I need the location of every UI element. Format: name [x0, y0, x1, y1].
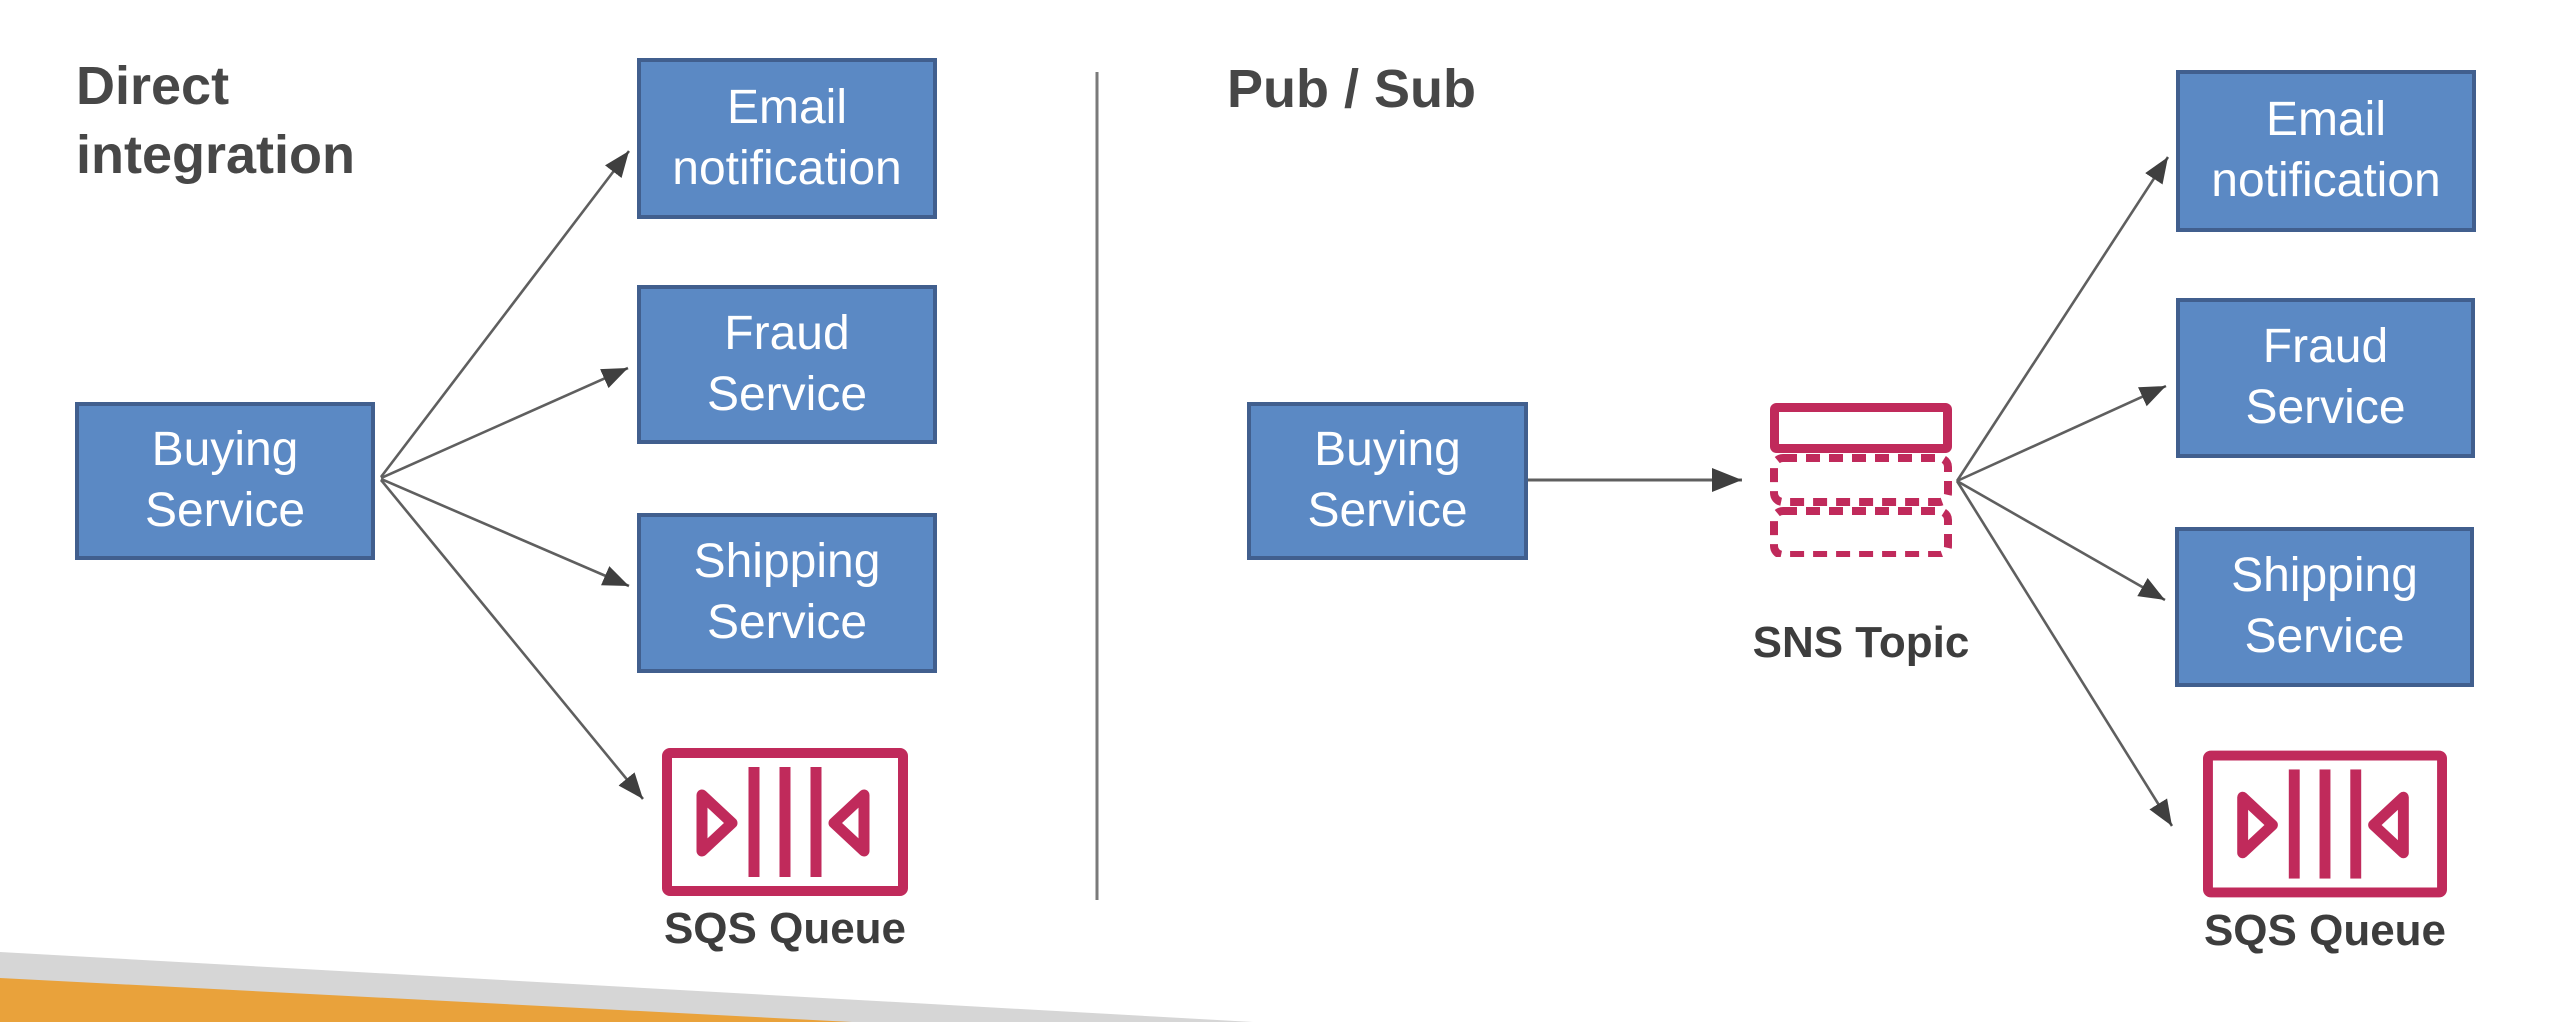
left-shipping-service-box: Shipping Service	[637, 513, 937, 673]
sqs-bar-3	[810, 767, 822, 877]
sqs-bar-2	[779, 767, 791, 877]
right-shipping-line-2: Service	[2244, 610, 2405, 663]
right-sqs-queue-label: SQS Queue	[2203, 906, 2447, 955]
sqs-bar-3	[2350, 769, 2362, 879]
right-fraud-service-box: Fraud Service	[2176, 298, 2475, 458]
left-buying-line-2: Service	[144, 484, 306, 537]
sqs-queue-icon	[662, 748, 908, 896]
right-email-line-2: notification	[2211, 154, 2441, 207]
right-shipping-line-1: Shipping	[2231, 549, 2418, 603]
left-email-line-2: notification	[672, 141, 902, 195]
left-buying-service-box: Buying Service	[75, 402, 375, 560]
right-diagram-title: Pub / Sub	[1227, 55, 1476, 124]
sqs-outer-rect	[2203, 750, 2447, 898]
right-fraud-line-2: Service	[2245, 381, 2406, 434]
sns-topic-label: SNS Topic	[1752, 618, 1970, 667]
sqs-queue-icon-graphic	[662, 748, 908, 896]
ribbon-orange-stripe	[0, 978, 852, 1022]
left-diagram-title: Direct integration	[76, 52, 355, 190]
left-shipping-line-2: Service	[706, 596, 868, 649]
left-fraud-line-1: Fraud	[724, 306, 850, 360]
sqs-queue-icon	[2203, 750, 2447, 898]
sqs-triangle-left-pointing	[2368, 791, 2409, 859]
sqs-triangle-right-pointing	[696, 789, 738, 857]
sqs-triangle-right-pointing	[2237, 791, 2278, 859]
right-buying-line-2: Service	[1307, 484, 1468, 537]
arrow-left-buying-to-sqs	[379, 479, 645, 800]
right-title-line-1: Pub / Sub	[1227, 59, 1476, 119]
right-buying-service-box: Buying Service	[1247, 402, 1528, 560]
arrow-left-buying-to-fraud	[380, 366, 629, 480]
left-fraud-service-box: Fraud Service	[637, 285, 937, 444]
sqs-bar-1	[2288, 769, 2300, 879]
right-shipping-service-box: Shipping Service	[2175, 527, 2474, 687]
arrow-sns-to-email	[1955, 156, 2170, 482]
sqs-bar-1	[748, 767, 760, 877]
right-fraud-line-1: Fraud	[2262, 320, 2389, 374]
sqs-outer-rect	[662, 748, 908, 896]
sqs-bar-2	[2319, 769, 2331, 879]
left-email-line-1: Email	[726, 80, 848, 134]
sns-dashed-rect-1	[1770, 454, 1952, 506]
left-sqs-queue-label: SQS Queue	[663, 904, 907, 953]
left-email-notification-box: Email notification	[637, 58, 937, 219]
right-email-notification-box: Email notification	[2176, 70, 2476, 232]
right-email-line-1: Email	[2265, 93, 2387, 147]
left-title-line-1: Direct	[76, 56, 230, 116]
sns-solid-rect	[1770, 403, 1952, 453]
sns-topic-icon	[1770, 403, 1952, 559]
left-shipping-line-1: Shipping	[693, 535, 881, 589]
sqs-queue-icon-graphic	[2203, 750, 2447, 898]
arrow-sns-to-shipping	[1956, 479, 2166, 602]
left-title-line-2: integration	[76, 125, 355, 186]
sns-dashed-rect-2	[1770, 507, 1952, 559]
arrow-sns-to-sqs	[1955, 480, 2174, 827]
right-buying-line-1: Buying	[1314, 423, 1461, 477]
arrow-left-buying-to-shipping	[380, 477, 630, 588]
sqs-triangle-left-pointing	[828, 789, 870, 857]
arrow-sns-to-fraud	[1956, 384, 2167, 483]
left-fraud-line-2: Service	[706, 367, 868, 421]
sns-topic-icon-graphic	[1770, 403, 1952, 559]
left-buying-line-1: Buying	[151, 423, 299, 477]
arrow-left-buying-to-email	[379, 150, 631, 478]
